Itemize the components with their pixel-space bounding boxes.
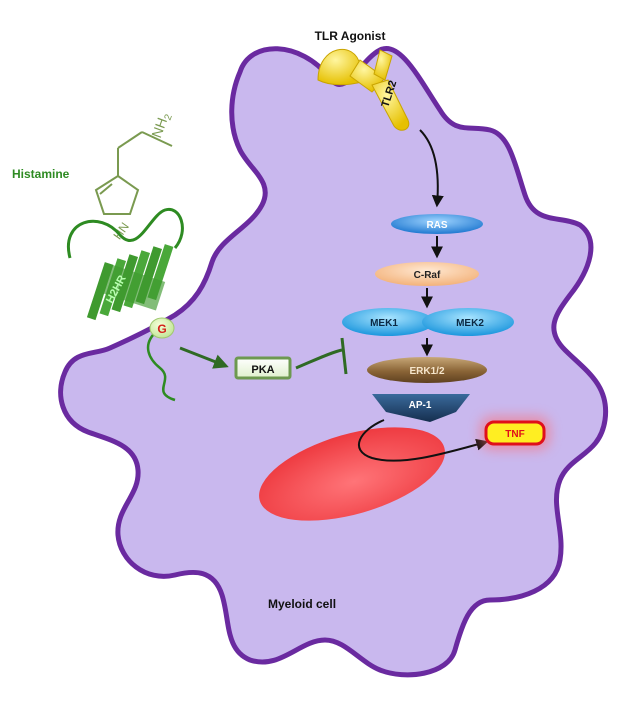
mek2-label: MEK2 <box>456 318 484 329</box>
ap1-label: AP-1 <box>409 400 432 411</box>
nucleus <box>259 427 445 521</box>
histamine-label: Histamine <box>12 167 70 181</box>
ap1-to-tnf-arrow <box>358 419 489 462</box>
craf-node <box>375 262 479 286</box>
ap1-node <box>372 394 470 422</box>
hn-label: HN <box>110 220 131 242</box>
mek2-node <box>422 308 514 336</box>
h2hr-receptor <box>86 244 174 321</box>
ras-node <box>391 214 483 234</box>
g-protein <box>149 317 175 339</box>
pka-label: PKA <box>251 364 274 376</box>
tlr2-to-ras-arrow <box>419 129 444 208</box>
h2hr-intracellular-tail <box>146 329 176 402</box>
craf-label: C-Raf <box>414 270 441 281</box>
erk-label: ERK1/2 <box>409 366 444 377</box>
tlr2-receptor <box>349 49 410 131</box>
mek1-node <box>342 308 434 336</box>
erk-node <box>367 357 487 383</box>
histamine-molecule <box>94 131 173 215</box>
cell-label: Myeloid cell <box>268 597 336 611</box>
pka-inhibition-bar <box>340 337 348 375</box>
pka-inhibition-line <box>295 348 343 370</box>
nh2-label: NH2 <box>148 110 175 141</box>
g-to-pka-arrow <box>179 346 229 369</box>
tnf-box <box>484 420 546 446</box>
tlr-agonist-label: TLR Agonist <box>315 29 386 43</box>
tnf-label: TNF <box>505 429 524 440</box>
mek1-label: MEK1 <box>370 318 398 329</box>
ras-label: RAS <box>426 220 447 231</box>
pka-box <box>234 356 292 380</box>
cell-membrane <box>58 45 609 678</box>
g-protein-label: G <box>157 322 166 336</box>
h2hr-extracellular-loop <box>66 207 184 259</box>
